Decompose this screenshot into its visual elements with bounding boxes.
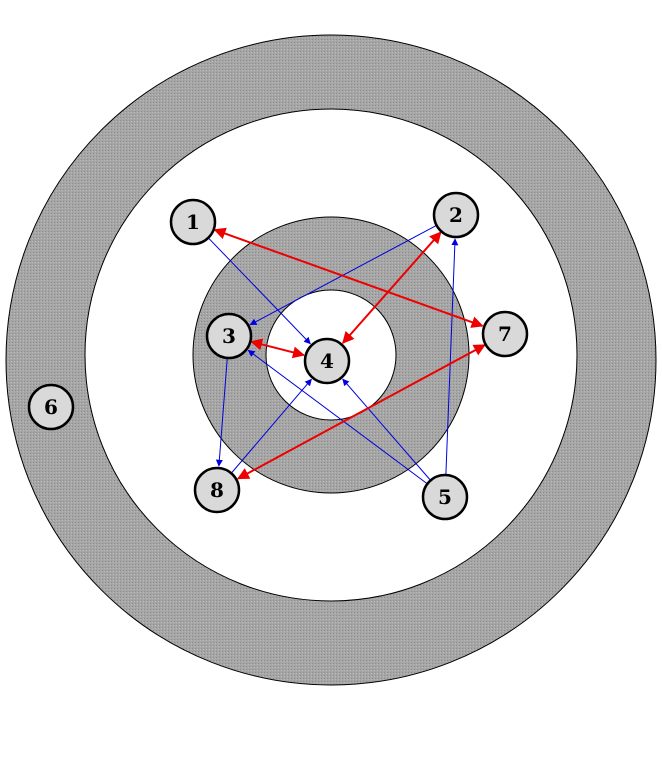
node-3: 3 bbox=[205, 312, 253, 360]
node-7-label: 7 bbox=[498, 322, 512, 346]
node-2: 2 bbox=[432, 191, 480, 239]
node-7-circle bbox=[481, 310, 529, 358]
node-8-label: 8 bbox=[210, 478, 224, 502]
node-6: 6 bbox=[27, 383, 75, 431]
node-3-label: 3 bbox=[222, 324, 236, 348]
node-7: 7 bbox=[481, 310, 529, 358]
edge-7-8 bbox=[237, 344, 486, 480]
node-4-label: 4 bbox=[320, 349, 334, 373]
node-4-circle bbox=[303, 337, 351, 385]
node-5-circle bbox=[421, 473, 469, 521]
node-2-label: 2 bbox=[449, 203, 463, 227]
node-8: 8 bbox=[193, 466, 241, 514]
node-3-circle bbox=[205, 312, 253, 360]
node-8-circle bbox=[193, 466, 241, 514]
node-6-label: 6 bbox=[44, 395, 58, 419]
edges-layer bbox=[208, 225, 486, 484]
node-6-circle bbox=[27, 383, 75, 431]
edge-3-8 bbox=[215, 358, 228, 467]
node-1: 1 bbox=[169, 198, 217, 246]
node-4: 4 bbox=[303, 337, 351, 385]
nodes-layer: 1 2 3 4 5 6 7 8 bbox=[27, 191, 529, 521]
node-1-circle bbox=[169, 198, 217, 246]
edge-2-4 bbox=[342, 231, 442, 344]
node-5-label: 5 bbox=[438, 485, 452, 509]
node-1-label: 1 bbox=[186, 210, 200, 234]
node-2-circle bbox=[432, 191, 480, 239]
node-5: 5 bbox=[421, 473, 469, 521]
